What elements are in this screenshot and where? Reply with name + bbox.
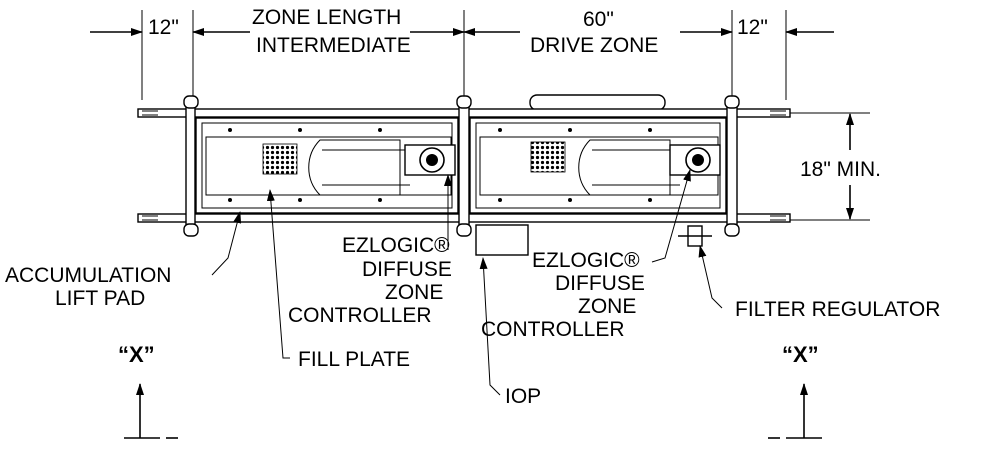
section-mark-left-label: “X” (118, 342, 155, 367)
section-mark-left: “X” (118, 342, 178, 439)
filter-regulator (678, 225, 712, 247)
sensor-mesh-right (530, 141, 566, 173)
zone-length-sub-label: INTERMEDIATE (256, 34, 411, 57)
ezlogic2-line3: ZONE (578, 295, 636, 318)
ezlogic1-line2: DIFFUSE (362, 258, 452, 281)
fill-plate-label: FILL PLATE (298, 348, 410, 371)
ezlogic2-line4: CONTROLLER (481, 318, 625, 341)
accumulation-label: ACCUMULATION (5, 264, 171, 287)
width-min-label: 18" MIN. (800, 158, 881, 181)
ezlogic2-line2: DIFFUSE (555, 272, 645, 295)
top-dimensions: 12" ZONE LENGTH INTERMEDIATE 60" DRIVE Z… (90, 6, 834, 100)
callout-leaders (211, 169, 723, 396)
drive-zone-label: DRIVE ZONE (530, 34, 658, 57)
left-margin-label: 12" (148, 16, 179, 39)
ezlogic1-line3: ZONE (385, 281, 443, 304)
callout-labels: ACCUMULATION LIFT PAD EZLOGIC® DIFFUSE Z… (5, 234, 940, 408)
ezlogic1-line4: CONTROLLER (288, 304, 432, 327)
section-mark-right-label: “X” (782, 342, 819, 367)
sensor-mesh-left (262, 143, 298, 175)
conveyor-assembly (137, 94, 791, 256)
frame-feet (183, 95, 740, 237)
lift-pad-label: LIFT PAD (55, 287, 145, 310)
controller-right (669, 144, 721, 176)
iop-label: IOP (505, 385, 541, 408)
zone-length-label: ZONE LENGTH (252, 6, 401, 29)
drive-length-label: 60" (583, 8, 614, 31)
ezlogic2-line1: EZLOGIC® (532, 249, 640, 272)
controller-left (404, 144, 456, 176)
filter-regulator-label: FILTER REGULATOR (735, 298, 940, 321)
mounting-holes (228, 128, 652, 202)
iop-box (475, 224, 529, 256)
ezlogic1-line1: EZLOGIC® (342, 234, 450, 257)
section-mark-right: “X” (768, 342, 822, 439)
width-dimension: 18" MIN. (790, 112, 881, 221)
right-margin-label: 12" (737, 16, 768, 39)
